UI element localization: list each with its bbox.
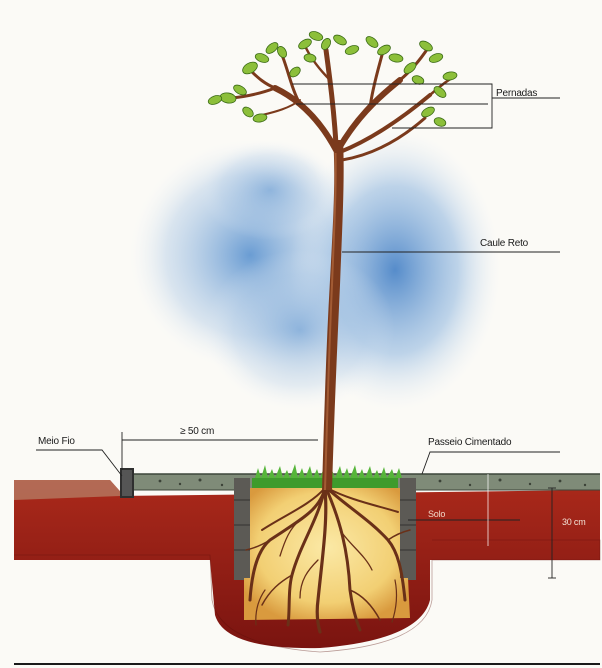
label-passeio: Passeio Cimentado bbox=[428, 437, 511, 449]
label-caule-reto: Caule Reto bbox=[480, 238, 528, 250]
label-meio-fio: Meio Fio bbox=[38, 436, 75, 448]
label-depth: 30 cm bbox=[562, 516, 586, 528]
pit-wall-right bbox=[400, 478, 416, 580]
sky-wash bbox=[130, 130, 500, 410]
label-distance: ≥ 50 cm bbox=[180, 426, 214, 438]
label-pernadas: Pernadas bbox=[496, 88, 537, 100]
pit-wall-left bbox=[234, 478, 250, 580]
label-solo: Solo bbox=[428, 508, 445, 520]
